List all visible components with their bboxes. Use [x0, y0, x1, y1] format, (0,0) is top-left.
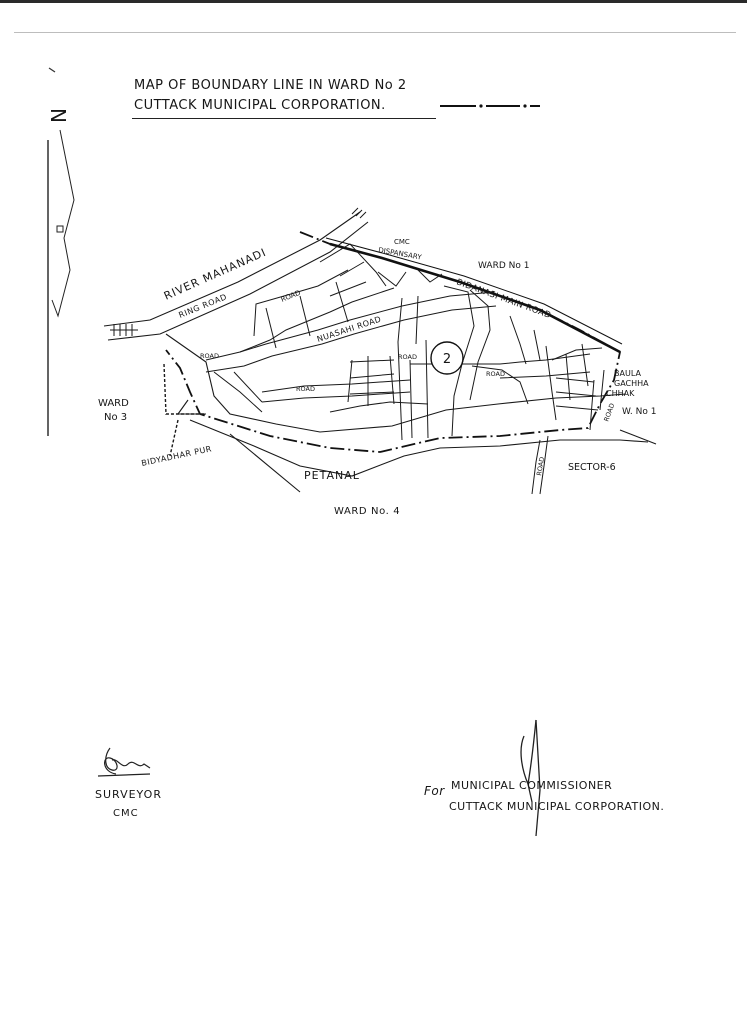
internal-roads — [205, 243, 605, 495]
label-cmc: CMC — [394, 238, 410, 246]
label-sector-6: SECTOR-6 — [568, 462, 616, 473]
label-ward-1-short: W. No 1 — [622, 407, 656, 417]
label-road-5: ROAD — [486, 370, 505, 378]
north-arrow: N — [47, 108, 75, 436]
north-letter: N — [47, 108, 71, 123]
label-ward-3-a: WARD — [98, 398, 129, 409]
label-ward-3-b: No 3 — [104, 412, 127, 423]
surveyor-signature — [97, 747, 151, 777]
label-road-4: ROAD — [398, 353, 417, 361]
ward-number: 2 — [443, 352, 451, 367]
label-road-7: ROAD — [535, 456, 546, 476]
ward-boundary — [165, 231, 622, 453]
river-banks — [103, 207, 369, 341]
label-petanal: PETANAL — [304, 469, 360, 482]
commissioner-org: CUTTACK MUNICIPAL CORPORATION. — [449, 800, 665, 813]
label-gachha: GACHHA — [614, 379, 649, 388]
label-road-1: ROAD — [280, 289, 302, 304]
label-road-3: ROAD — [296, 385, 315, 393]
title-underline — [132, 118, 436, 119]
surveyor-title: SURVEYOR — [95, 788, 162, 801]
scan-top-edge — [0, 0, 747, 3]
bidanasi-main-road-line — [325, 237, 623, 345]
label-road-2: ROAD — [200, 352, 219, 360]
ward-outer-edge — [163, 333, 657, 493]
boundary-line-legend — [440, 104, 540, 108]
label-chhak: CHHAK — [606, 389, 635, 398]
commissioner-signature — [520, 719, 541, 837]
commissioner-title: MUNICIPAL COMMISSIONER — [451, 779, 613, 792]
label-bidyadharpur: BIDYADHAR PUR — [141, 444, 213, 468]
label-ring-road: RING ROAD — [177, 292, 228, 320]
label-ward-1-top: WARD No 1 — [478, 261, 529, 271]
label-ward-4: WARD No. 4 — [334, 506, 400, 517]
map-title-line-2: CUTTACK MUNICIPAL CORPORATION. — [134, 98, 386, 113]
map-title-line-1: MAP OF BOUNDARY LINE IN WARD No 2 — [134, 78, 407, 93]
scan-mark — [48, 67, 56, 73]
label-road-6: ROAD — [602, 402, 616, 423]
ward-2-marker: 2 — [430, 341, 464, 375]
for-text: For — [424, 784, 445, 798]
label-baula: BAULA — [614, 369, 641, 378]
scan-header-rule — [14, 32, 736, 33]
surveyor-org: CMC — [113, 808, 139, 819]
